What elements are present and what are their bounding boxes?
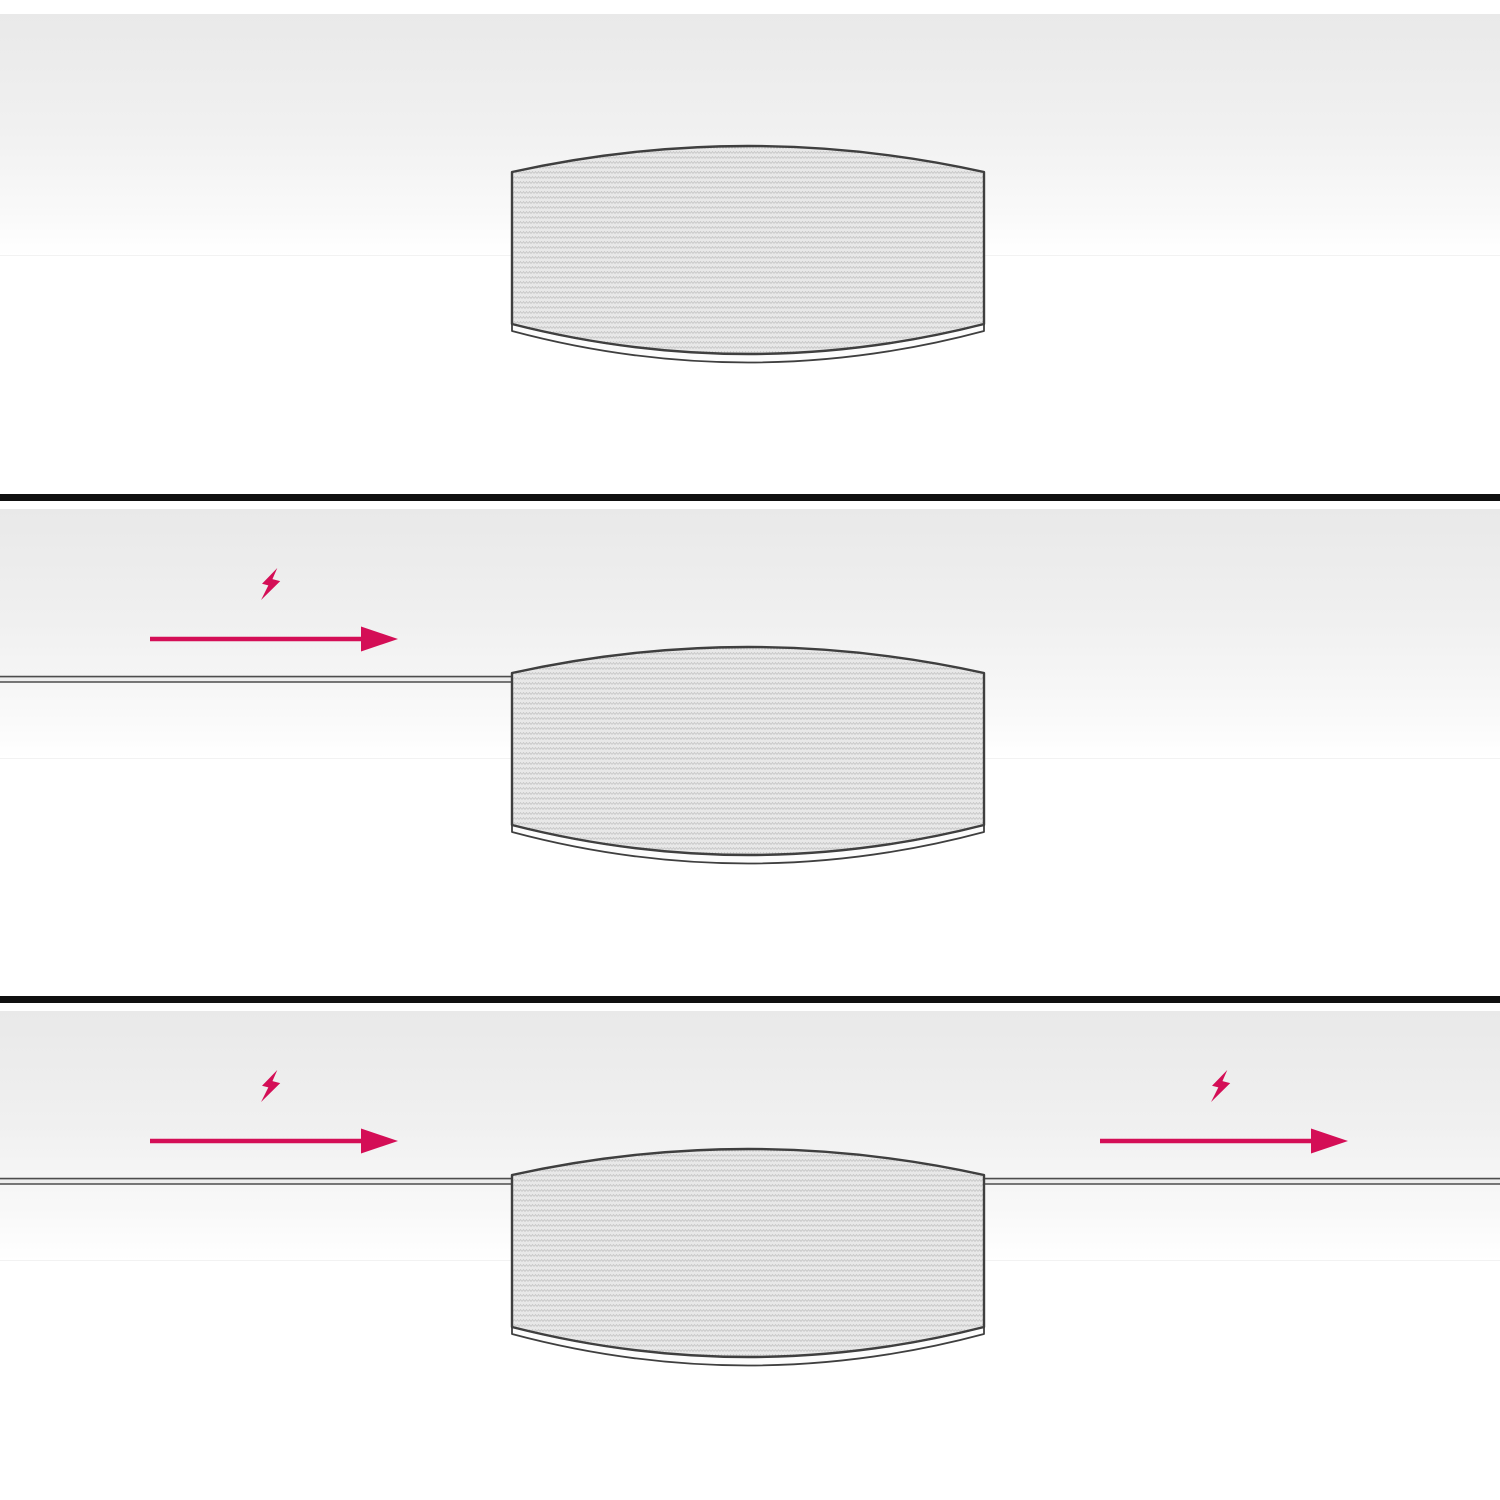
drum-shade: [510, 645, 986, 857]
lightning-bolt-icon: [1211, 1070, 1231, 1103]
drum-lamp: [510, 144, 986, 364]
panel-lamp-cable-through: [0, 1003, 1500, 1500]
current-indicator-left: [150, 568, 398, 652]
lightning-bolt-icon: [261, 1070, 281, 1103]
panel-1-art: [510, 144, 986, 364]
drum-shade: [510, 1147, 986, 1359]
drum-lamp: [510, 645, 986, 865]
cable-left: [0, 675, 516, 683]
panel-divider-2: [0, 996, 1500, 1003]
panel-2-art: [0, 568, 986, 865]
panel-lamp-cable-left: [0, 501, 1500, 996]
panel-lamp-no-cable: [0, 0, 1500, 494]
arrow-right-icon: [1311, 1128, 1348, 1154]
lightning-bolt-icon: [261, 568, 281, 601]
arrow-right-icon: [361, 1128, 398, 1154]
current-indicator-left: [150, 1070, 398, 1154]
current-indicator-right: [1100, 1070, 1348, 1154]
panel-divider-1: [0, 494, 1500, 501]
cable-right: [980, 1177, 1500, 1185]
cable-left: [0, 1177, 516, 1185]
drum-shade: [510, 144, 986, 356]
panel-3-art: [0, 1070, 1500, 1367]
arrow-right-icon: [361, 626, 398, 652]
drum-lamp: [510, 1147, 986, 1367]
